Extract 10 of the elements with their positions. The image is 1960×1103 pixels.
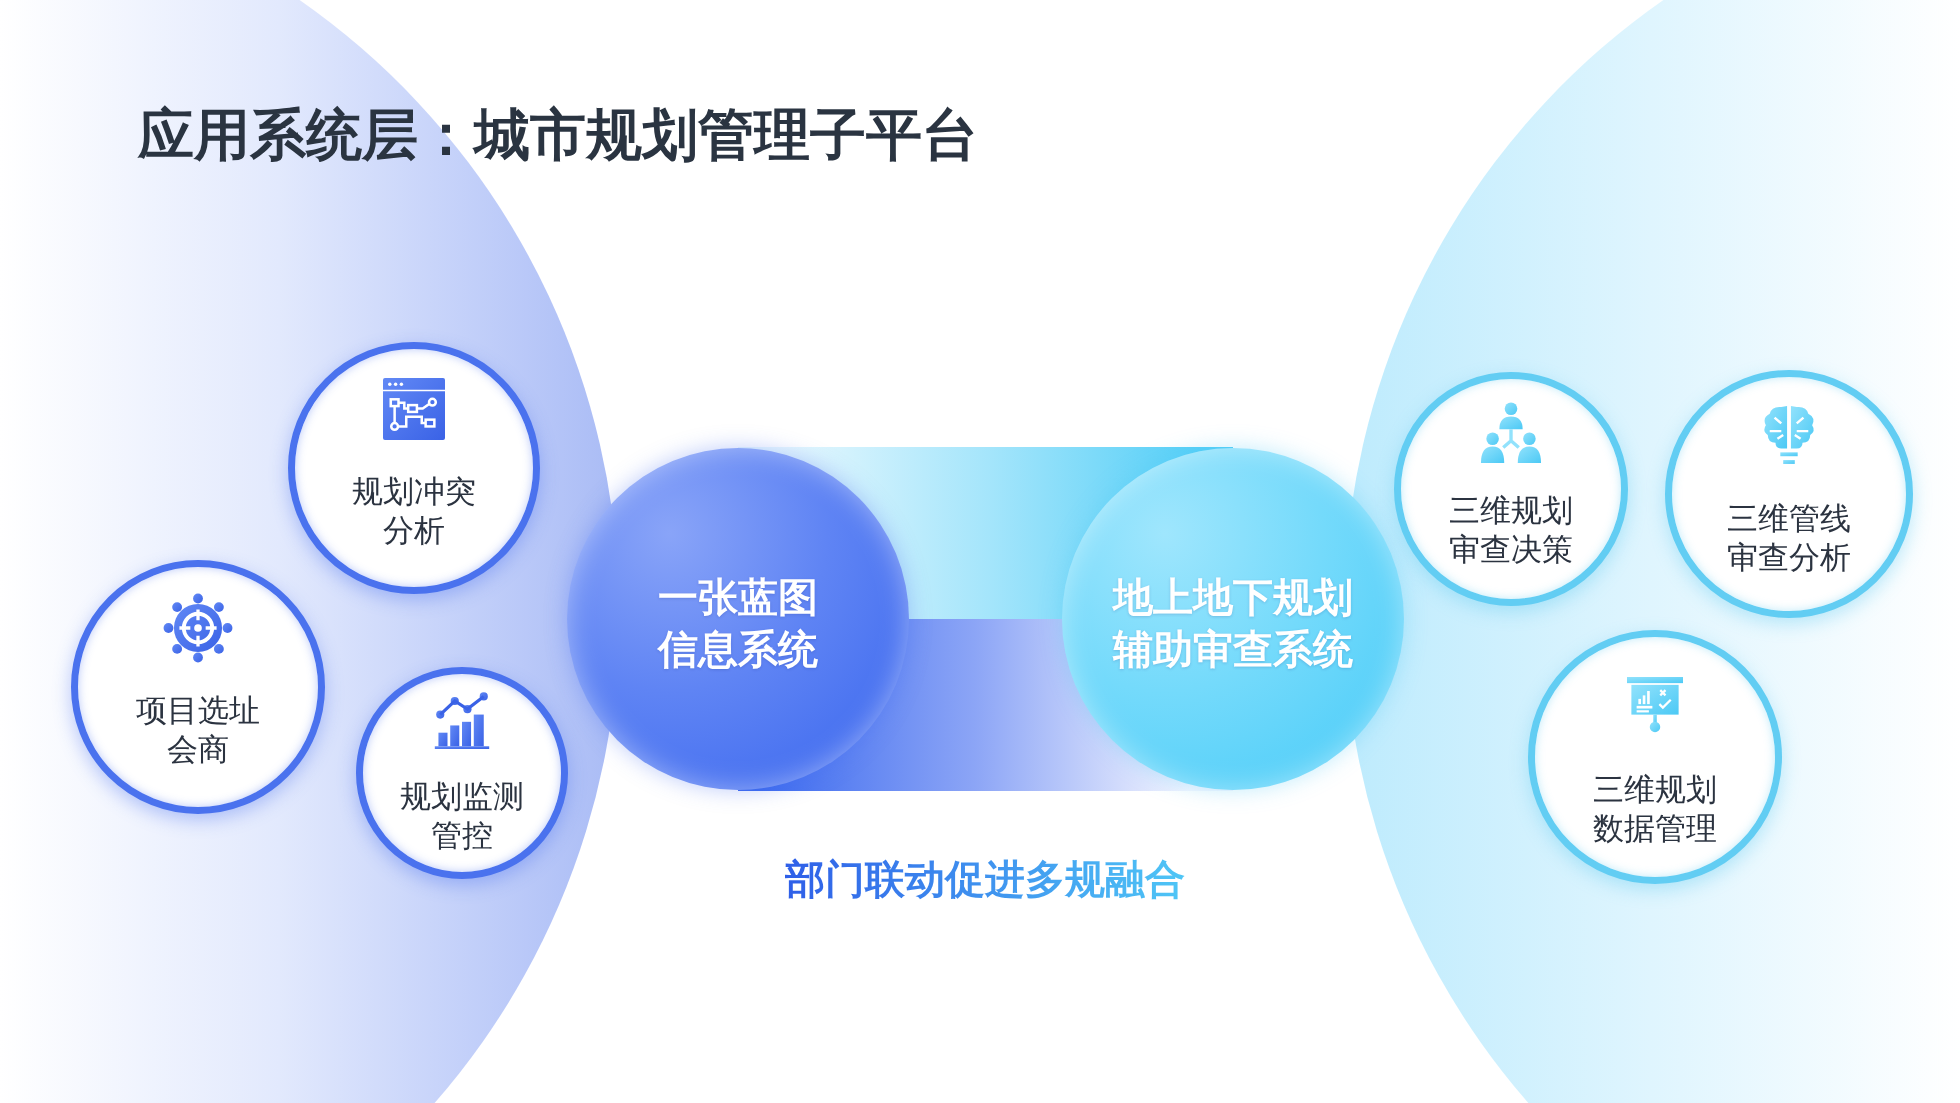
feature-label: 项目选址会商 <box>135 691 261 769</box>
system-label: 一张蓝图信息系统 <box>657 573 819 674</box>
feature-label: 三维管线审查分析 <box>1726 499 1852 577</box>
feature-label: 规划冲突分析 <box>351 472 477 550</box>
system-label: 地上地下规划辅助审查系统 <box>1112 573 1354 674</box>
feature-label: 三维规划审查决策 <box>1448 491 1574 569</box>
title: 应用系统层：城市规划管理子平台 <box>138 101 978 169</box>
tagline: 部门联动促进多规融合 <box>785 855 1185 903</box>
feature-label: 规划监测管控 <box>399 777 525 855</box>
feature-label: 三维规划数据管理 <box>1592 770 1718 848</box>
